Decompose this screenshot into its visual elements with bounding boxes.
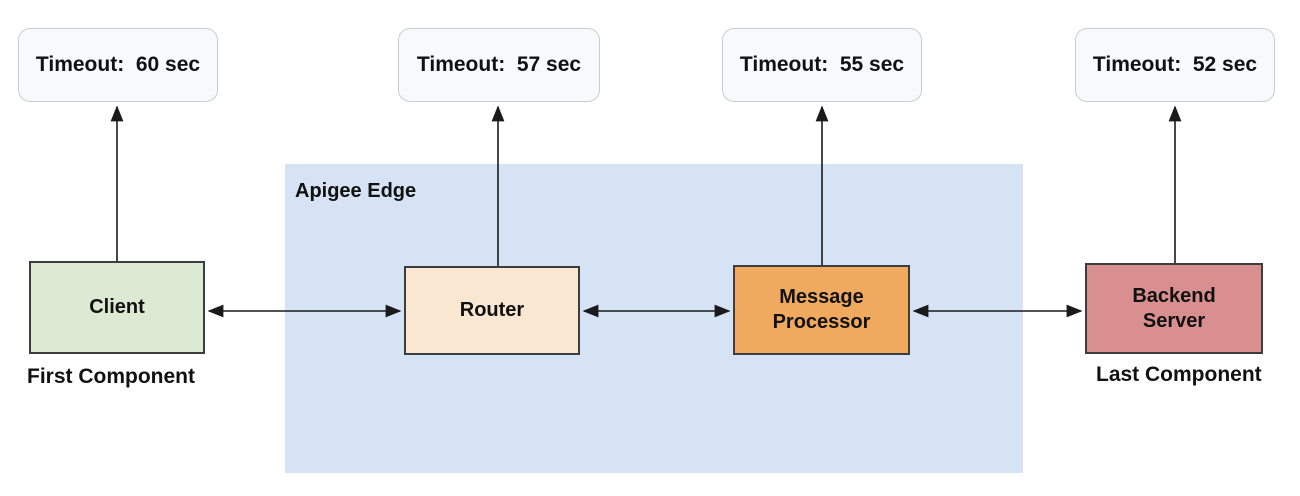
router-node: Router [404, 266, 580, 355]
message-processor-node: Message Processor [733, 265, 910, 355]
timeout-label: Timeout: 55 sec [739, 53, 905, 76]
timeout-callout-message-processor: Timeout: 55 sec [722, 28, 922, 102]
apigee-edge-label: Apigee Edge [295, 180, 417, 202]
message-processor-label: Message Processor [772, 286, 871, 333]
timeout-callout-client: Timeout: 60 sec [18, 28, 218, 102]
last-component-caption: Last Component [1096, 363, 1262, 386]
timeout-callout-router: Timeout: 57 sec [398, 28, 600, 102]
backend-server-label: Backend Server [1132, 284, 1216, 332]
router-label: Router [459, 299, 525, 321]
timeout-label: Timeout: 52 sec [1092, 53, 1258, 76]
timeout-label: Timeout: 60 sec [35, 53, 201, 76]
first-component-caption: First Component [27, 365, 195, 388]
backend-server-node: Backend Server [1085, 263, 1263, 354]
timeout-label: Timeout: 57 sec [416, 53, 582, 76]
client-label: Client [89, 296, 145, 318]
client-node: Client [29, 261, 205, 354]
apigee-edge-region [285, 164, 1023, 473]
timeout-callout-backend: Timeout: 52 sec [1075, 28, 1275, 102]
